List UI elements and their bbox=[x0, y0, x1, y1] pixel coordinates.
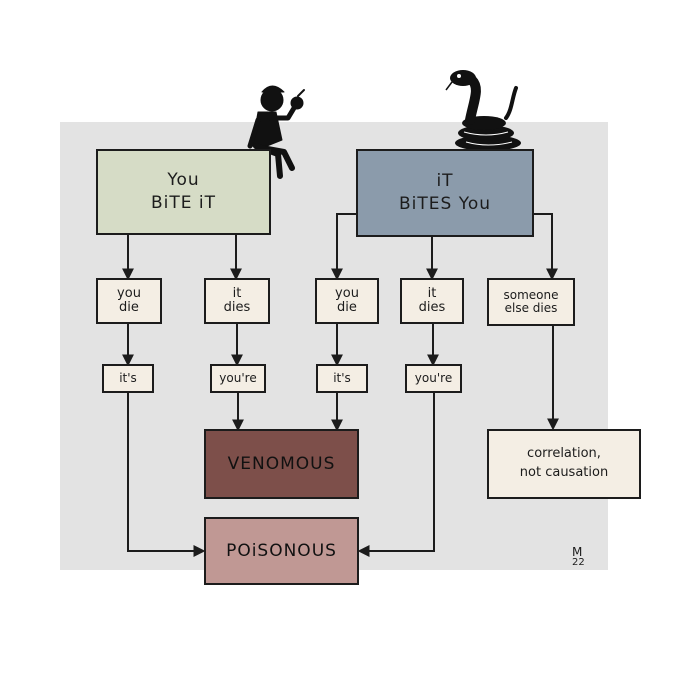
person-eating-figure bbox=[247, 85, 305, 179]
arrow-it-bites-you-to-someone-else bbox=[532, 213, 558, 281]
node-venomous: VENOMOUS bbox=[204, 429, 359, 499]
arrow-its-left-to-poisonous bbox=[127, 393, 206, 557]
artist-signature: M 22 bbox=[572, 546, 585, 568]
node-you-die-left: you die bbox=[96, 278, 162, 324]
node-it-dies-left: it dies bbox=[204, 278, 270, 324]
signature-year: 22 bbox=[572, 557, 585, 568]
node-you-bite-it: You BiTE iT bbox=[96, 149, 271, 235]
node-youre-left: you're bbox=[210, 364, 266, 393]
node-its-right: it's bbox=[316, 364, 368, 393]
signature-initial: M bbox=[572, 545, 583, 559]
node-it-bites-you: iT BiTES You bbox=[356, 149, 534, 237]
node-its-left: it's bbox=[102, 364, 154, 393]
node-you-die-right: you die bbox=[315, 278, 379, 324]
connectors bbox=[122, 213, 559, 557]
node-someone-else-dies: someone else dies bbox=[487, 278, 575, 326]
node-youre-right: you're bbox=[405, 364, 462, 393]
arrow-youre-right-to-poisonous bbox=[357, 393, 435, 557]
snake-figure bbox=[445, 70, 521, 151]
node-it-dies-right: it dies bbox=[400, 278, 464, 324]
node-poisonous: POiSONOUS bbox=[204, 517, 359, 585]
node-correlation-not-causation: correlation, not causation bbox=[487, 429, 641, 499]
arrow-it-bites-you-to-you-die bbox=[331, 213, 358, 281]
